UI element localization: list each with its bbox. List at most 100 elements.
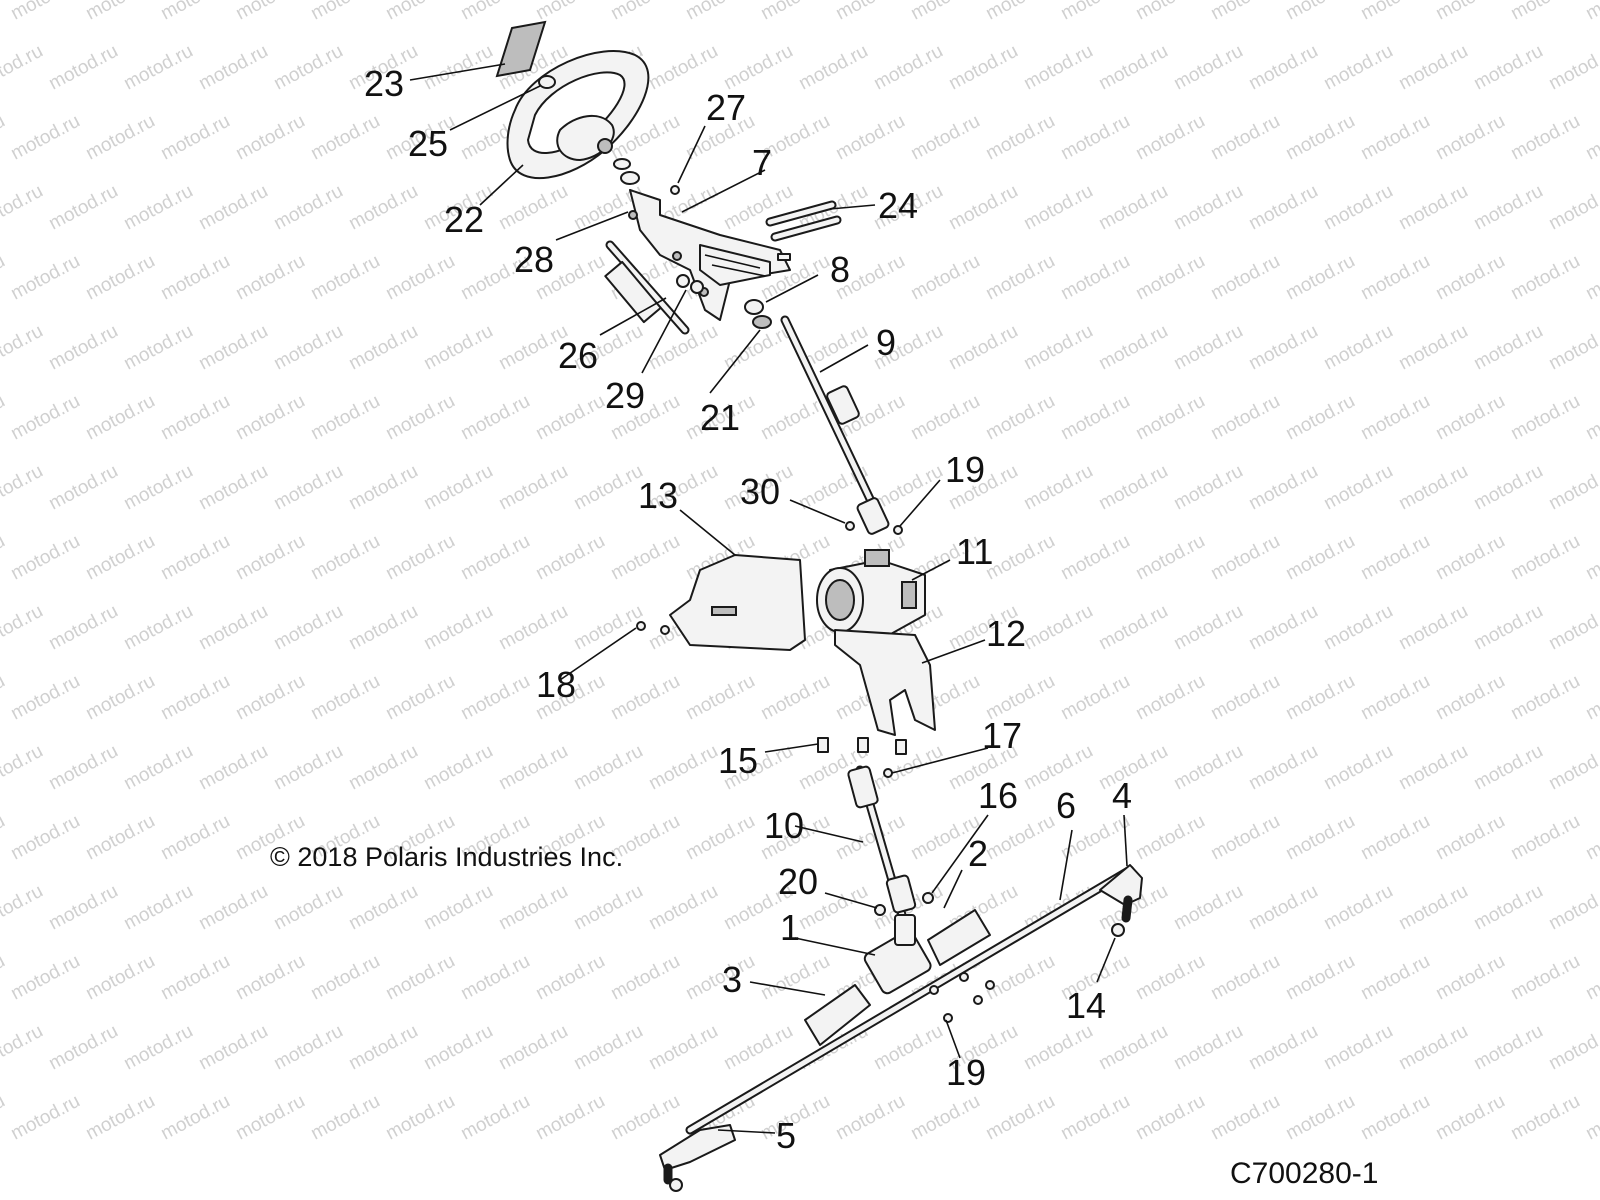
watermark-text: motod.ru [157, 391, 233, 445]
watermark-text: motod.ru [1245, 881, 1321, 935]
watermark-text: motod.ru [1432, 811, 1508, 865]
watermark-text: motod.ru [82, 0, 158, 24]
watermark-text: motod.ru [907, 111, 983, 165]
watermark-text: motod.ru [7, 391, 83, 445]
callout-20: 20 [778, 861, 818, 902]
watermark-text: motod.ru [1320, 881, 1396, 935]
watermark-text: motod.ru [1320, 41, 1396, 95]
watermark-text: motod.ru [195, 881, 271, 935]
watermark-text: motod.ru [1132, 0, 1208, 24]
watermark-text: motod.ru [1432, 0, 1508, 24]
watermark-text: motod.ru [345, 181, 421, 235]
watermark-text: motod.ru [232, 391, 308, 445]
watermark-text: motod.ru [1432, 251, 1508, 305]
watermark-text: motod.ru [0, 461, 47, 515]
watermark-text: motod.ru [307, 671, 383, 725]
watermark-text: motod.ru [1507, 251, 1583, 305]
watermark-text: motod.ru [270, 601, 346, 655]
watermark-text: motod.ru [0, 531, 9, 585]
watermark-text: motod.ru [645, 1021, 721, 1075]
watermark-text: motod.ru [1245, 181, 1321, 235]
watermark-text: motod.ru [195, 461, 271, 515]
watermark-text: motod.ru [1357, 671, 1433, 725]
watermark-text: motod.ru [420, 461, 496, 515]
watermark-text: motod.ru [645, 741, 721, 795]
watermark-text: motod.ru [120, 321, 196, 375]
watermark-text: motod.ru [1320, 741, 1396, 795]
watermark-text: motod.ru [1207, 671, 1283, 725]
bolts-24 [765, 200, 842, 242]
watermark-text: motod.ru [307, 391, 383, 445]
watermark-text: motod.ru [1507, 671, 1583, 725]
watermark-text: motod.ru [1132, 251, 1208, 305]
watermark-text: motod.ru [1132, 531, 1208, 585]
watermark-text: motod.ru [307, 951, 383, 1005]
watermark-text: motod.ru [232, 951, 308, 1005]
watermark-text: motod.ru [195, 1021, 271, 1075]
bushing-8 [744, 299, 764, 315]
watermark-text: motod.ru [1245, 601, 1321, 655]
watermark-text: motod.ru [1095, 741, 1171, 795]
watermark-text: motod.ru [0, 741, 47, 795]
watermark-text: motod.ru [1170, 321, 1246, 375]
watermark-text: motod.ru [120, 181, 196, 235]
watermark-text: motod.ru [1132, 671, 1208, 725]
watermark-text: motod.ru [270, 41, 346, 95]
watermark-text: motod.ru [1582, 251, 1600, 305]
callout-23: 23 [364, 63, 404, 104]
watermark-text: motod.ru [232, 251, 308, 305]
watermark-text: motod.ru [1170, 741, 1246, 795]
watermark-text: motod.ru [1282, 391, 1358, 445]
watermark-text: motod.ru [1020, 181, 1096, 235]
nut-bottom [669, 1178, 683, 1192]
watermark-text: motod.ru [1470, 321, 1546, 375]
watermark-text: motod.ru [1132, 811, 1208, 865]
watermark-text: motod.ru [0, 321, 47, 375]
watermark-text: motod.ru [645, 881, 721, 935]
watermark-text: motod.ru [195, 321, 271, 375]
watermark-text: motod.ru [1095, 461, 1171, 515]
watermark-text: motod.ru [1395, 881, 1471, 935]
watermark-text: motod.ru [1057, 251, 1133, 305]
watermark-text: motod.ru [982, 111, 1058, 165]
watermark-text: motod.ru [157, 671, 233, 725]
watermark-text: motod.ru [720, 181, 796, 235]
watermark-text: motod.ru [982, 811, 1058, 865]
watermark-text: motod.ru [1282, 811, 1358, 865]
watermark-text: motod.ru [532, 531, 608, 585]
watermark-text: motod.ru [1057, 391, 1133, 445]
watermark-text: motod.ru [1207, 951, 1283, 1005]
watermark-text: motod.ru [607, 951, 683, 1005]
watermark-text: motod.ru [1357, 391, 1433, 445]
watermark-text: motod.ru [1357, 251, 1433, 305]
watermark-text: motod.ru [457, 0, 533, 24]
watermark-text: motod.ru [82, 1091, 158, 1145]
watermark-text: motod.ru [7, 1091, 83, 1145]
watermark-text: motod.ru [1545, 461, 1600, 515]
callout-19-upper: 19 [945, 449, 985, 490]
callout-5: 5 [776, 1115, 796, 1156]
watermark-text: motod.ru [1282, 531, 1358, 585]
watermark-text: motod.ru [1357, 1091, 1433, 1145]
watermark-text: motod.ru [382, 0, 458, 24]
watermark-text: motod.ru [1395, 461, 1471, 515]
watermark-text: motod.ru [1357, 951, 1433, 1005]
bolts-15 [817, 737, 907, 755]
watermark-text: motod.ru [345, 1021, 421, 1075]
watermark-text: motod.ru [682, 811, 758, 865]
watermark-text: motod.ru [945, 181, 1021, 235]
callout-17: 17 [982, 715, 1022, 756]
watermark-text: motod.ru [157, 251, 233, 305]
watermark-text: motod.ru [382, 251, 458, 305]
watermark-text: motod.ru [7, 951, 83, 1005]
nut-14 [1111, 923, 1125, 937]
watermark-text: motod.ru [1582, 0, 1600, 24]
bolt-30 [845, 521, 855, 531]
watermark-text: motod.ru [1545, 41, 1600, 95]
watermark-text: motod.ru [495, 601, 571, 655]
tie-rod-end-4 [1099, 864, 1143, 923]
watermark-text: motod.ru [1470, 741, 1546, 795]
small-fasteners [628, 185, 791, 294]
watermark-text: motod.ru [1132, 1091, 1208, 1145]
watermark-text: motod.ru [120, 741, 196, 795]
